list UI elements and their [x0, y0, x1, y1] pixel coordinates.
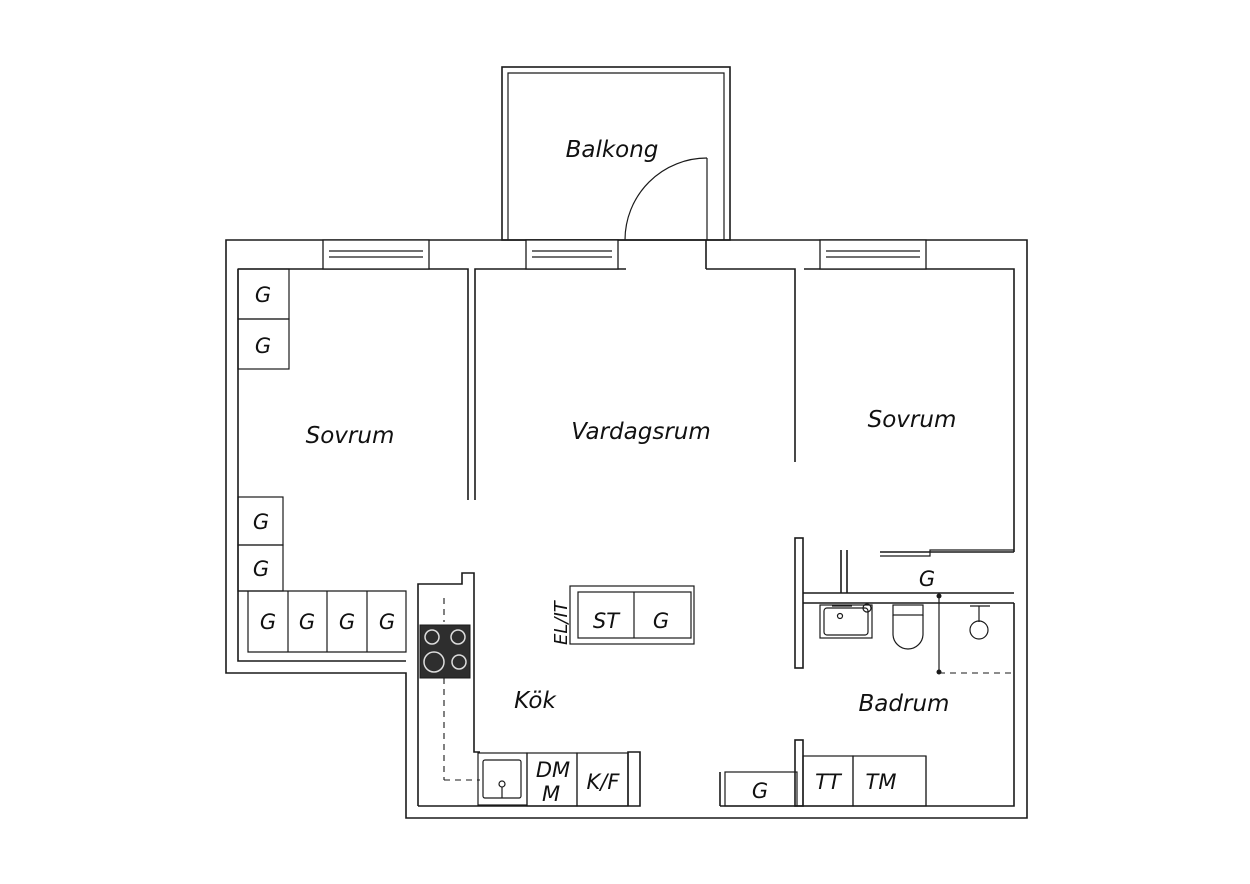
wardrobe-label: G [255, 334, 271, 358]
toilet-icon [892, 604, 924, 650]
interior-walls [794, 537, 1014, 807]
room-label-balkong: Balkong [566, 137, 659, 163]
wardrobe-label: G [752, 779, 768, 803]
room-label-vardagsrum: Vardagsrum [571, 419, 711, 445]
wardrobe-label: G [253, 510, 269, 534]
wardrobe-label: G [919, 567, 935, 591]
left-bedroom-wardrobes: G G G G G G G G [237, 268, 407, 653]
wardrobe-label: G [299, 610, 315, 634]
room-label-badrum: Badrum [859, 691, 950, 717]
room-label-sovrum-right: Sovrum [868, 407, 957, 433]
shower-icon [936, 593, 1014, 675]
washing-machine-label: TM [866, 770, 897, 794]
wardrobe-label: G [339, 610, 355, 634]
stove-island-label: ST [593, 609, 621, 633]
outer-walls [225, 239, 1028, 819]
wardrobe-label: G [255, 283, 271, 307]
dishwasher-label-bottom: M [542, 782, 560, 806]
kitchen-sink-icon [477, 752, 528, 806]
bathroom: G TT TM [724, 593, 1014, 807]
room-label-sovrum-left: Sovrum [306, 423, 395, 449]
washbasin-icon [819, 603, 873, 639]
tumble-dryer-label: TT [815, 770, 843, 794]
wardrobe-label: G [260, 610, 276, 634]
kitchen: ST G EL/IT DM M K/F [419, 585, 695, 807]
fridge-freezer-label: K/F [587, 770, 621, 794]
wardrobe-label: G [253, 557, 269, 581]
el-it-label: EL/IT [551, 599, 572, 645]
room-labels: Balkong Sovrum Vardagsrum Sovrum Kök Bad… [306, 137, 957, 717]
windows [322, 239, 927, 270]
room-label-kok: Kök [514, 688, 557, 714]
wardrobe-label: G [379, 610, 395, 634]
right-bedroom-wardrobe: G [919, 567, 935, 591]
wardrobe-label: G [653, 609, 669, 633]
dishwasher-label-top: DM [536, 758, 570, 782]
